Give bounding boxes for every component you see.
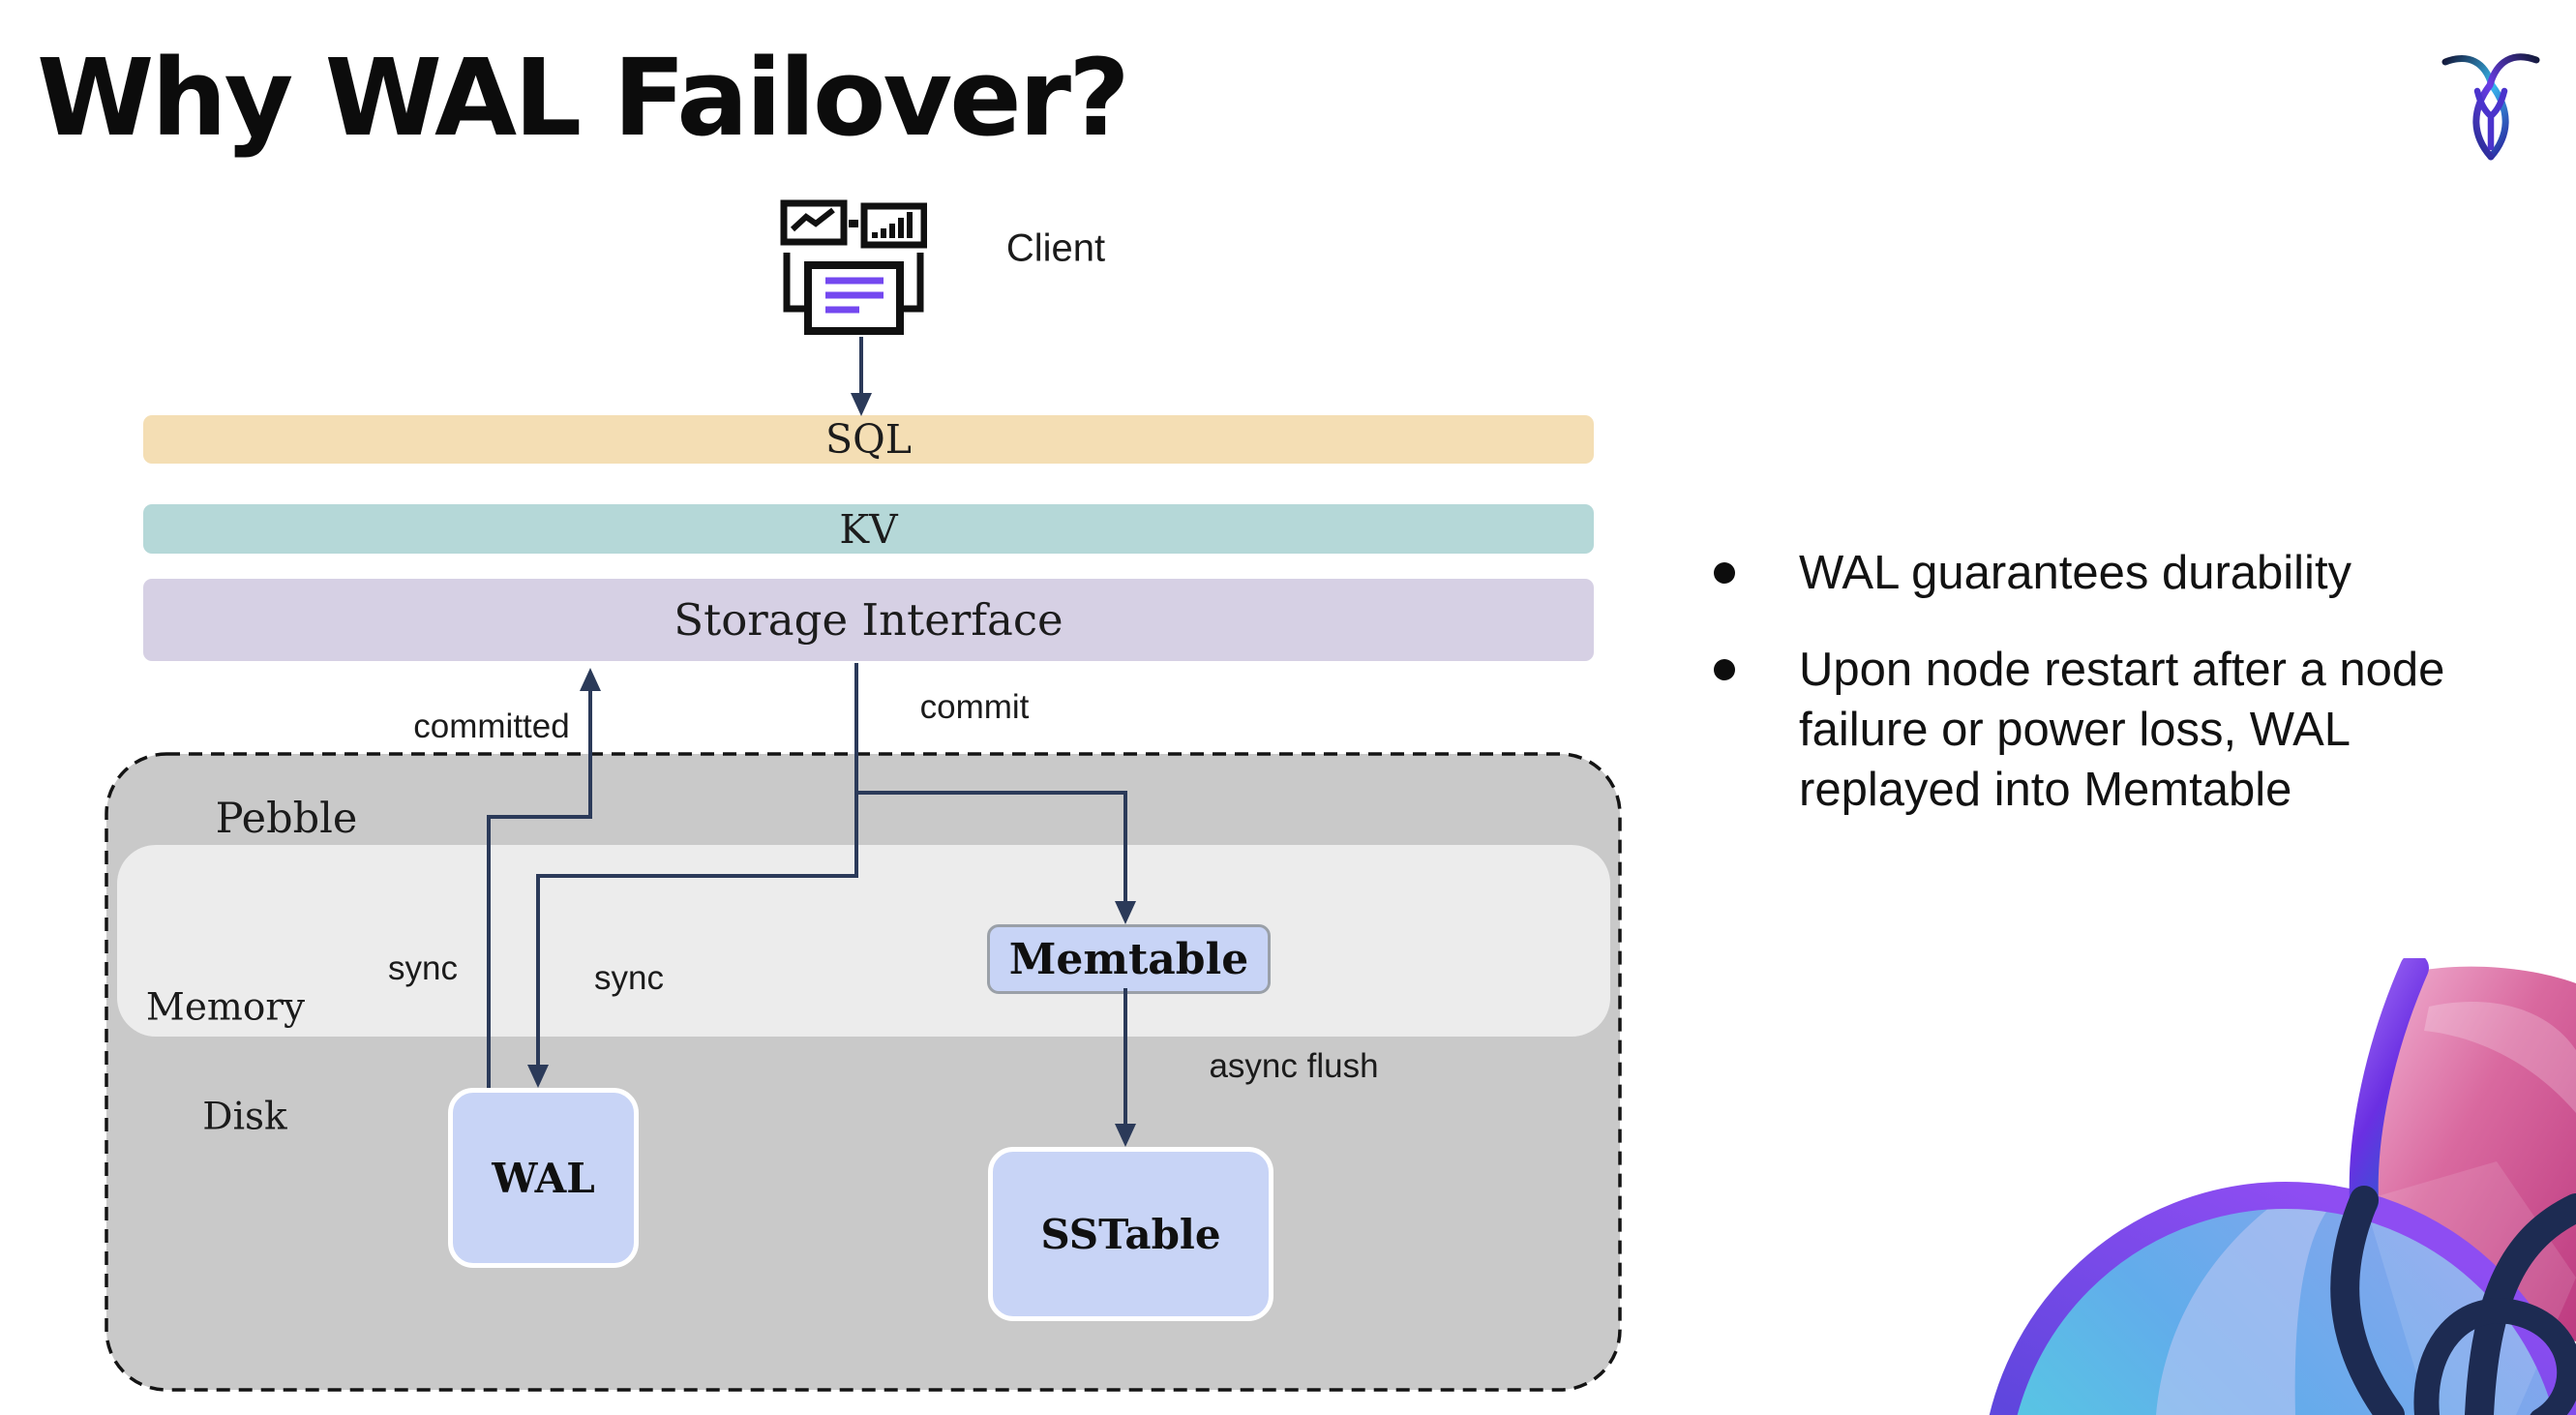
bullet-dot [1714,562,1735,584]
edge-label-committed: committed [413,708,570,745]
cyan-pale-leaf [2156,1200,2326,1415]
node-memtable: Memtable [987,924,1271,994]
disk-label: Disk [202,1095,287,1139]
node-wal: WAL [448,1088,639,1268]
edge-label-async-flush: async flush [1209,1047,1379,1085]
layer-bar-kv: KV [143,504,1594,554]
arrowhead-commit-to-wal [527,1065,549,1088]
roach-leaf-loop [2413,1298,2576,1415]
bullet-dot [1714,659,1735,680]
arrowhead-commit-to-memtable [1115,901,1136,924]
dash-connector [849,220,858,227]
cockroach-logo-icon [2441,53,2540,161]
arrowhead-client-to-sql [851,393,872,416]
roach-stem [2330,1186,2405,1415]
roach-right-curve [2465,1193,2576,1415]
pink-highlight [2424,1002,2576,1113]
bar-chart-icon [860,202,927,249]
bullet-list: WAL guarantees durability Upon node rest… [1714,543,2517,820]
sstable-label: SSTable [1040,1210,1221,1258]
sql-document-icon [783,253,924,335]
bullet-text: WAL guarantees durability [1799,547,2352,599]
line-chart-icon [780,199,848,246]
layer-label-storage: Storage Interface [674,594,1063,646]
bullet-item: WAL guarantees durability [1714,543,2517,603]
layer-label-kv: KV [839,505,898,553]
cyan-ring [1989,1182,2576,1415]
edge-label-sync-right: sync [594,959,664,997]
memory-label: Memory [145,985,306,1030]
brand-art [1989,958,2576,1415]
node-sstable: SSTable [988,1147,1273,1321]
memtable-label: Memtable [1008,934,1249,984]
arrow-commit-to-memtable [856,791,1127,901]
layer-bar-storage: Storage Interface [143,579,1594,661]
client-label: Client [1005,226,1106,270]
arrow-committed [487,691,592,1088]
arrow-commit-to-wal [536,663,858,1065]
bullet-item: Upon node restart after a node failure o… [1714,640,2517,820]
pebble-label: Pebble [215,795,358,843]
arrowhead-committed [580,668,601,691]
edge-label-commit: commit [919,688,1030,726]
edge-label-sync-left: sync [388,949,458,987]
bullet-text: Upon node restart after a node failure o… [1799,644,2445,816]
client-icon [780,199,927,335]
layer-bar-sql: SQL [143,415,1594,464]
pink-ring [2349,958,2429,1217]
page-title: Why WAL Failover? [37,36,1130,160]
wal-label: WAL [492,1154,595,1202]
arrowhead-async-flush [1115,1124,1136,1147]
layer-label-sql: SQL [825,416,912,463]
